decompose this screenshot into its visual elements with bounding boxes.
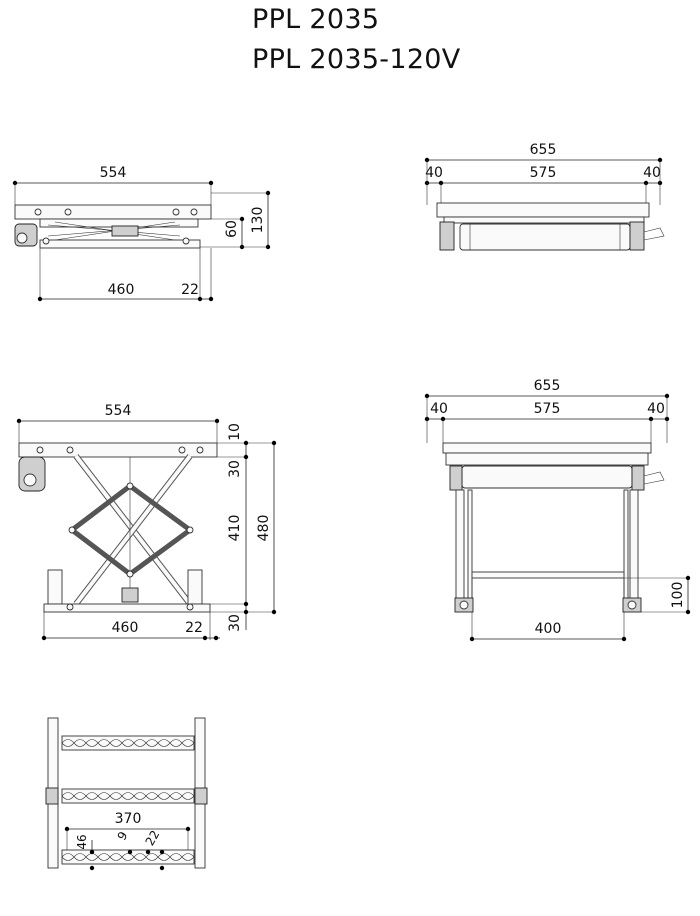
dim-22: 22 bbox=[143, 828, 163, 848]
dim-right: 40 bbox=[643, 165, 661, 181]
dim-left: 40 bbox=[425, 165, 443, 181]
dim-top-10: 10 bbox=[227, 423, 243, 441]
model-title-2: PPL 2035-120V bbox=[252, 44, 461, 75]
model-title-1: PPL 2035 bbox=[252, 4, 380, 35]
dim-overall: 655 bbox=[530, 142, 557, 158]
dim-inner-open: 575 bbox=[534, 401, 561, 417]
dim-inner: 575 bbox=[530, 165, 557, 181]
dim-height-100: 100 bbox=[670, 582, 686, 609]
front-view-closed: 655 40 575 40 bbox=[424, 142, 665, 251]
dim-height-130: 130 bbox=[250, 207, 266, 234]
dim-top-width: 370 bbox=[115, 811, 142, 827]
dim-height-60: 60 bbox=[224, 220, 240, 238]
dim-offset-open: 22 bbox=[185, 620, 203, 636]
dim-upper-30: 30 bbox=[227, 460, 243, 478]
dim-left-open: 40 bbox=[430, 401, 448, 417]
dim-overall-open: 655 bbox=[534, 378, 561, 394]
dim-right-open: 40 bbox=[647, 401, 665, 417]
top-view: 370 46 9 22 bbox=[45, 717, 208, 871]
side-view-open: 554 10 30 410 bbox=[16, 403, 277, 641]
dim-stroke-410: 410 bbox=[227, 515, 243, 542]
dim-total-480: 480 bbox=[256, 515, 272, 542]
dim-lower-30: 30 bbox=[227, 614, 243, 632]
side-view-closed: 554 60 130 460 22 bbox=[12, 165, 271, 302]
dim-base: 460 bbox=[108, 282, 135, 298]
front-view-open: 655 40 575 40 100 40 bbox=[424, 378, 691, 642]
dim-width-open: 554 bbox=[105, 403, 132, 419]
dim-base-400: 400 bbox=[535, 621, 562, 637]
dim-base-open: 460 bbox=[112, 620, 139, 636]
dim-9: 9 bbox=[115, 829, 131, 843]
dim-width: 554 bbox=[100, 165, 127, 181]
dim-46: 46 bbox=[75, 834, 89, 849]
dim-offset: 22 bbox=[181, 282, 199, 298]
